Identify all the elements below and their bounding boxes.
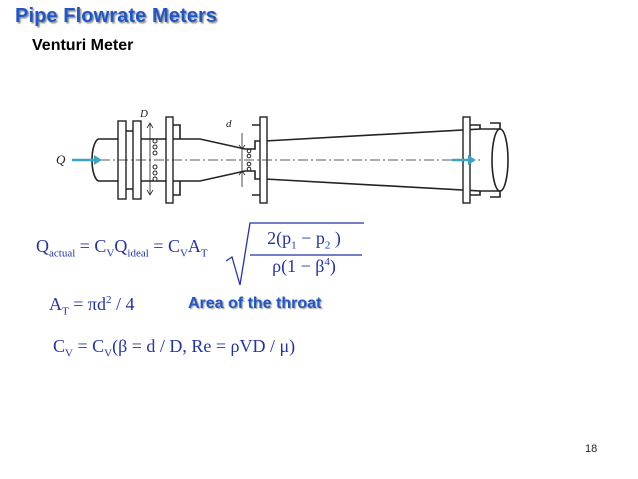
area-lhs: A [49,294,62,314]
q-actual-subscript: actual [49,247,76,260]
square-root-sign [225,222,364,286]
discharge-coefficient-equation: CV = CV(β = d / D, Re = ρVD / μ) [53,336,295,360]
venturi-meter-diagram: Q D d [40,103,553,213]
num-sub1: 1 [291,239,297,252]
cv-rhs-sub: V [104,347,113,360]
cv-symbol-2: C [167,236,180,256]
fraction-numerator: 2(p1 − p2 ) [246,228,362,252]
cv-subscript-2: V [179,247,188,260]
num-close: ) [330,228,341,248]
num-mid: − p [296,228,325,248]
dimension-d [238,133,246,187]
area-of-throat-label: Area of the throat [188,295,322,312]
num-open: 2(p [267,228,292,248]
area-rhs-sup: 2 [105,294,112,306]
label-d: d [226,118,232,130]
dimension-D [146,122,154,196]
cv-symbol: C [94,236,107,256]
q-ideal-subscript: ideal [127,247,149,260]
equals-sign-1: = [79,236,90,256]
den-open: ρ(1 − β [272,256,325,276]
slide-title: Pipe Flowrate Meters [15,5,218,27]
fraction-denominator: ρ(1 − β4) [246,256,362,277]
den-sup: 4 [324,256,330,268]
area-rhs: = πd [68,294,106,314]
num-sub2: 2 [324,239,331,252]
label-D: D [139,108,148,120]
at-symbol: A [187,236,201,256]
page-number: 18 [585,443,598,455]
flow-arrow-outlet [452,155,476,165]
equals-sign-2: = [153,236,164,256]
label-Q: Q [56,152,66,167]
flow-arrow-inlet [72,155,102,165]
diagram-background [40,103,553,213]
q-actual-symbol: Q [36,236,49,256]
q-ideal-symbol: Q [114,236,128,256]
throat-area-equation: AT = πd2 / 4 [49,294,135,318]
area-tail: / 4 [111,294,135,314]
cv-args: (β = d / D, Re = ρVD / μ) [112,336,296,356]
slide-subtitle: Venturi Meter [32,37,134,54]
den-close: ) [329,256,336,276]
cv-lhs: C [53,336,66,356]
area-lhs-sub: T [62,305,69,318]
cv-subscript: V [106,247,115,260]
cv-rhs: = C [72,336,105,356]
flowrate-equation: Qactual = CVQideal = CVAT [36,236,208,260]
at-subscript: T [200,247,208,260]
cv-lhs-sub: V [65,347,73,360]
pressure-fraction: 2(p1 − p2 ) ρ(1 − β4) [246,218,362,284]
pressure-taps [152,138,252,182]
